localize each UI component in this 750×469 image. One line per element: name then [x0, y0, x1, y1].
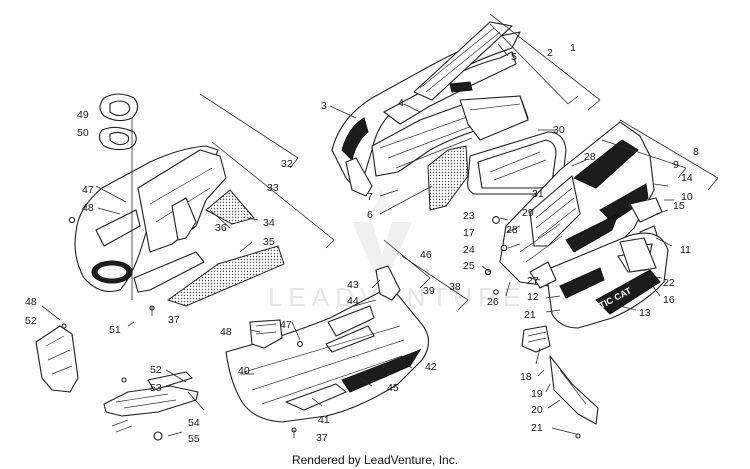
callout-9: 9	[673, 159, 679, 171]
callout-46: 46	[420, 249, 432, 261]
hood-leaders	[329, 13, 601, 215]
callout-55: 55	[188, 433, 200, 445]
callout-22: 22	[663, 277, 675, 289]
callout-40: 40	[238, 365, 250, 377]
callout-54: 54	[188, 417, 200, 429]
belly-pan-assembly	[225, 239, 469, 438]
callout-39: 39	[423, 285, 435, 297]
callout-45: 45	[387, 382, 399, 394]
callout-36: 36	[215, 222, 227, 234]
callout-52b: 52	[150, 364, 162, 376]
callout-3: 3	[321, 100, 327, 112]
callout-43: 43	[347, 279, 359, 291]
callout-42: 42	[425, 361, 437, 373]
callout-labels: 1 2 3 4 5 6 7 8 9 10 11 12 13 14 15 16 1…	[25, 42, 699, 445]
side-panel-small	[35, 305, 79, 393]
callout-17: 17	[463, 227, 475, 239]
callout-35: 35	[263, 236, 275, 248]
callout-52a: 52	[25, 315, 37, 327]
callout-16: 16	[663, 294, 675, 306]
callout-13: 13	[639, 307, 651, 319]
callout-49: 49	[77, 109, 89, 121]
callout-48b: 48	[25, 296, 37, 308]
callout-28a: 28	[584, 151, 596, 163]
callout-48a: 48	[82, 202, 94, 214]
callout-27: 27	[527, 275, 539, 287]
callout-14: 14	[681, 172, 693, 184]
callout-53: 53	[150, 382, 162, 394]
callout-33: 33	[267, 182, 279, 194]
callout-47a: 47	[82, 184, 94, 196]
lower-left-bracket	[103, 369, 205, 441]
callout-50: 50	[77, 127, 89, 139]
callout-32: 32	[281, 158, 293, 170]
callout-6: 6	[367, 209, 373, 221]
callout-38: 38	[449, 281, 461, 293]
callout-25: 25	[463, 260, 475, 272]
callout-19: 19	[531, 388, 543, 400]
callout-21b: 21	[531, 422, 543, 434]
callout-18: 18	[520, 371, 532, 383]
callout-31: 31	[532, 188, 544, 200]
callout-34: 34	[263, 217, 275, 229]
callout-4: 4	[398, 97, 404, 109]
callout-12: 12	[527, 291, 539, 303]
callout-41: 41	[318, 414, 330, 426]
callout-7: 7	[367, 191, 373, 203]
callout-48c: 48	[220, 326, 232, 338]
callout-51: 51	[109, 324, 121, 336]
callout-15: 15	[673, 200, 685, 212]
callout-29: 29	[522, 207, 534, 219]
callout-28b: 28	[506, 224, 518, 236]
footer-credit: Rendered by LeadVenture, Inc.	[292, 453, 458, 467]
callout-20: 20	[531, 404, 543, 416]
callout-47b: 47	[280, 319, 292, 331]
callout-8: 8	[693, 146, 699, 158]
left-nose-assembly	[68, 93, 285, 311]
right-leaders	[481, 119, 719, 313]
callout-37a: 37	[168, 314, 180, 326]
left-leaders	[95, 93, 335, 327]
callout-37b: 37	[316, 432, 328, 444]
lower-guard	[521, 325, 599, 439]
callout-5: 5	[511, 51, 517, 63]
callout-21a: 21	[524, 309, 536, 321]
callout-10: 10	[681, 191, 693, 203]
callout-1: 1	[570, 42, 576, 54]
callout-44: 44	[347, 295, 359, 307]
watermark-logo	[352, 186, 412, 272]
callout-30: 30	[553, 124, 565, 136]
side-panel-assembly: ARCTIC CAT	[484, 121, 669, 329]
callout-26: 26	[487, 296, 499, 308]
hood-assembly	[331, 21, 567, 211]
callout-2: 2	[547, 47, 553, 59]
callout-11: 11	[680, 244, 691, 256]
callout-23: 23	[463, 210, 475, 222]
callout-24: 24	[463, 244, 475, 256]
